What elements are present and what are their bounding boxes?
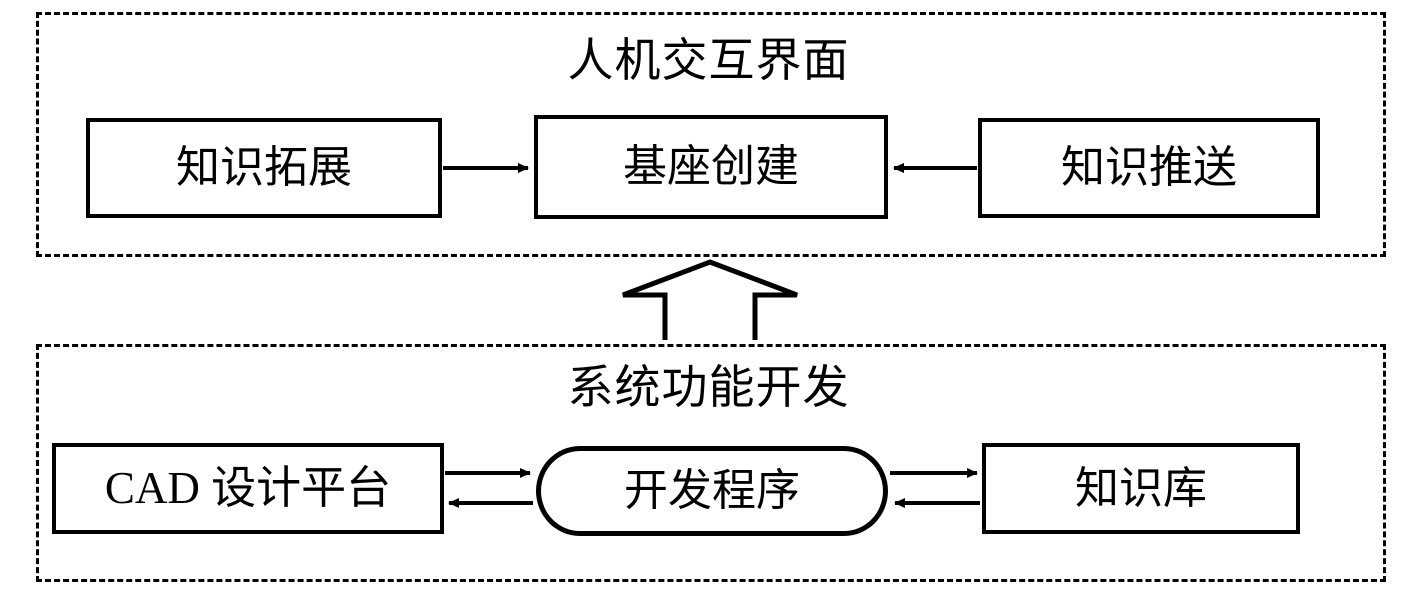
- group-title-system-function-development: 系统功能开发: [567, 362, 850, 413]
- node-knowledge-push[interactable]: 知识推送: [978, 118, 1320, 218]
- node-knowledge-expand-label: 知识拓展: [176, 143, 352, 192]
- group-title-human-computer-interaction: 人机交互界面: [567, 35, 850, 86]
- group-human-computer-interaction: [36, 12, 1386, 257]
- group-system-function-development: [36, 344, 1386, 582]
- node-cad-platform[interactable]: CAD 设计平台: [52, 443, 444, 534]
- block-arrow-up-icon: [622, 259, 798, 340]
- node-knowledge-base[interactable]: 知识库: [982, 443, 1300, 534]
- node-dev-program-label: 开发程序: [624, 466, 800, 515]
- node-knowledge-base-label: 知识库: [1075, 463, 1207, 513]
- node-dev-program[interactable]: 开发程序: [536, 446, 888, 536]
- node-base-create-label: 基座创建: [623, 142, 799, 191]
- node-knowledge-expand[interactable]: 知识拓展: [86, 118, 442, 218]
- node-base-create[interactable]: 基座创建: [534, 115, 888, 219]
- node-cad-platform-label: CAD 设计平台: [104, 463, 392, 513]
- node-knowledge-push-label: 知识推送: [1061, 143, 1237, 192]
